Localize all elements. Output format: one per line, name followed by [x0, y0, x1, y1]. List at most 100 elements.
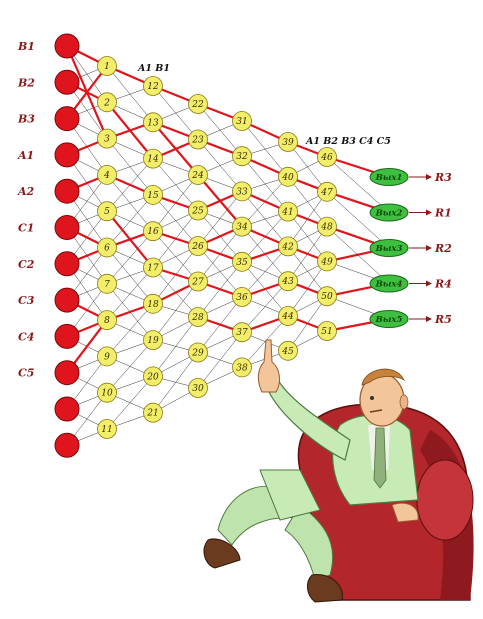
hidden-node [188, 378, 208, 398]
edge [106, 267, 154, 321]
hidden-node [143, 148, 163, 169]
hidden-node [143, 76, 163, 96]
hidden-node [143, 184, 163, 205]
hidden-node [232, 357, 252, 378]
hidden-node [232, 287, 252, 307]
hidden-node [188, 94, 208, 114]
hidden-node [97, 273, 117, 294]
output-node [369, 274, 409, 293]
hidden-node [317, 181, 337, 202]
output-label: Вых2 [375, 209, 403, 219]
arrowhead-icon [426, 280, 432, 287]
hidden-node-label: 10 [101, 389, 113, 399]
input-label: C2 [18, 258, 35, 271]
hidden-node-label: 12 [147, 82, 159, 92]
hidden-node-label: 5 [104, 207, 110, 217]
nodes-layer: B1B2B3A1A2C1C2C3C4C512345678910111213141… [17, 33, 452, 458]
hidden-node-label: 38 [236, 363, 248, 373]
hidden-node-label: 7 [104, 280, 110, 290]
hidden-node [188, 307, 208, 327]
hidden-node [143, 402, 163, 423]
hidden-node [232, 181, 252, 202]
input-node [54, 33, 80, 59]
annotation-top-left: A1 B1 [137, 63, 170, 74]
hidden-node-label: 32 [236, 152, 248, 162]
output-label: Вых1 [375, 173, 403, 183]
hidden-node-label: 25 [191, 207, 204, 217]
hidden-node-label: 18 [147, 300, 159, 310]
hidden-node [143, 221, 163, 242]
result-label: R5 [434, 313, 452, 326]
hidden-node-label: 33 [236, 187, 248, 197]
hidden-node [97, 310, 117, 331]
hidden-node-label: 48 [320, 223, 333, 233]
hidden-node [278, 271, 298, 292]
hidden-node-label: 21 [146, 409, 158, 419]
hidden-node [232, 216, 252, 237]
hidden-node-label: 15 [147, 191, 159, 201]
hidden-node [317, 286, 337, 307]
hidden-node-label: 26 [191, 242, 204, 252]
input-node [54, 396, 80, 422]
edge [152, 352, 199, 413]
input-node [54, 360, 80, 386]
hidden-node-label: 30 [192, 384, 204, 394]
hidden-node-label: 4 [103, 171, 110, 181]
edge [326, 226, 390, 284]
edge [106, 339, 154, 393]
hidden-node-label: 43 [281, 277, 294, 287]
edge [326, 191, 390, 249]
hidden-node [97, 164, 117, 185]
active-edge [106, 101, 154, 160]
output-label: Вых4 [375, 280, 403, 290]
edge [152, 85, 199, 140]
hidden-node [317, 147, 337, 167]
hidden-node [97, 92, 117, 113]
edge [152, 281, 199, 341]
hidden-node-label: 2 [103, 98, 110, 108]
annotation-top-right: A1 B2 B3 C4 C5 [305, 136, 391, 147]
hidden-node-label: 41 [281, 208, 293, 218]
hidden-node-label: 24 [191, 171, 204, 181]
hidden-node [188, 165, 208, 185]
hidden-node [278, 236, 298, 257]
input-node [54, 251, 80, 277]
input-node [54, 178, 80, 204]
hidden-node-label: 49 [320, 257, 333, 267]
active-edge [106, 210, 154, 269]
result-label: R3 [434, 171, 452, 184]
edge [106, 303, 154, 357]
hidden-node-label: 29 [191, 349, 204, 359]
input-node [54, 106, 80, 132]
arrowhead-icon [426, 316, 432, 322]
hidden-node [143, 293, 163, 314]
result-label: R1 [434, 207, 452, 220]
hidden-node [232, 146, 252, 167]
result-label: R2 [434, 242, 452, 255]
hidden-node-label: 46 [320, 153, 333, 163]
output-node [369, 203, 409, 222]
hidden-node [97, 56, 117, 76]
hidden-node [143, 112, 163, 133]
hidden-node [278, 166, 298, 187]
edge [326, 156, 390, 213]
hidden-node [188, 271, 208, 292]
hidden-node [97, 201, 117, 222]
edge [106, 376, 154, 430]
hidden-node-label: 6 [104, 244, 110, 254]
hidden-node [188, 342, 208, 363]
input-label: C3 [18, 294, 35, 307]
hidden-node-label: 39 [282, 138, 294, 148]
input-node [54, 142, 80, 168]
hidden-node-label: 34 [236, 223, 248, 233]
edge [241, 246, 289, 298]
input-node [54, 69, 80, 95]
hidden-node [97, 346, 117, 367]
edge [152, 158, 199, 211]
active-edge [197, 174, 243, 228]
hidden-node [317, 321, 337, 341]
arrowhead-icon [426, 245, 432, 251]
hidden-node [143, 330, 163, 351]
edge [152, 316, 199, 377]
input-label: B1 [17, 40, 35, 53]
